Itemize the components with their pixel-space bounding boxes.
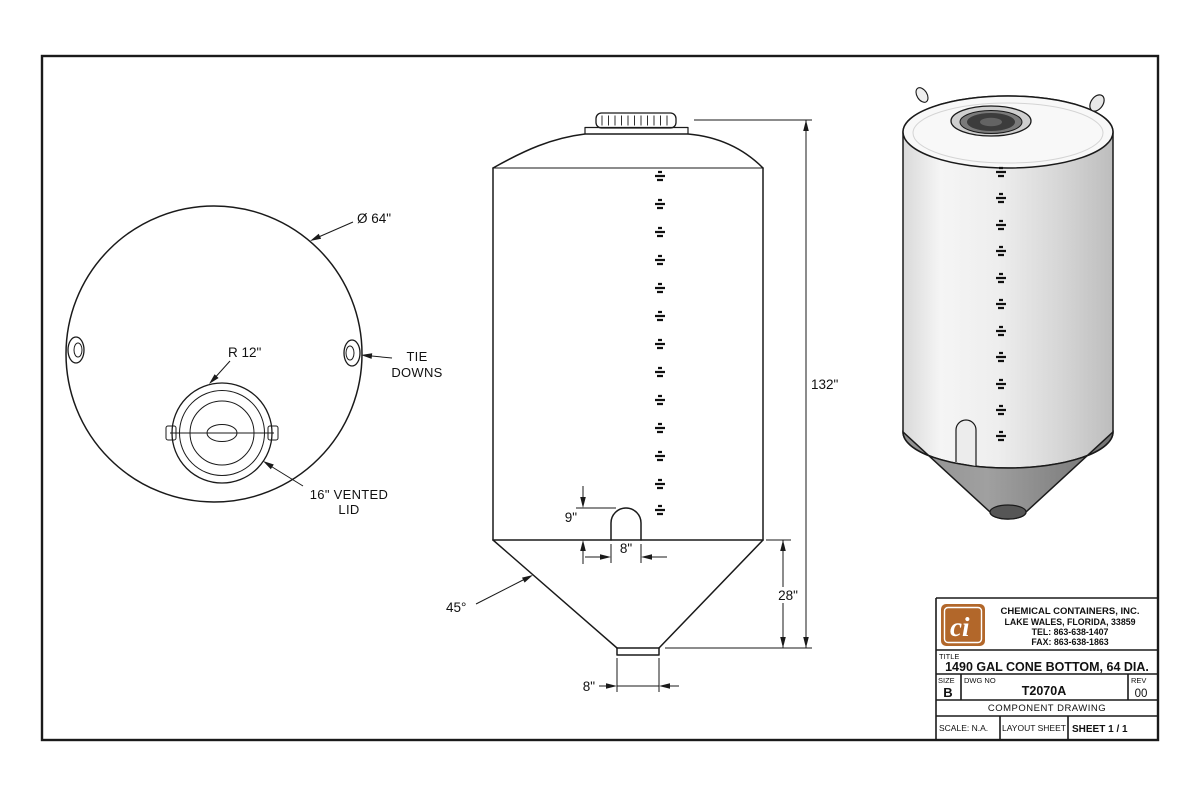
arrowhead — [641, 554, 652, 560]
title-label: TITLE — [939, 652, 959, 661]
tie-down-lug-right — [343, 339, 361, 367]
fitting-height-label: 9" — [565, 510, 578, 525]
rev-value: 00 — [1135, 688, 1148, 700]
vented-lid-annotation: 16" VENTED LID — [263, 461, 388, 517]
dimension-132: 132" — [665, 119, 839, 649]
vented-lid-front — [584, 112, 689, 135]
overall-height-label: 132" — [811, 377, 839, 392]
arrowhead — [606, 683, 617, 689]
iso-view — [902, 87, 1114, 520]
company-address: LAKE WALES, FLORIDA, 33859 — [1005, 617, 1136, 627]
company-fax: FAX: 863-638-1863 — [1031, 637, 1108, 647]
cone-angle-label: 45° — [446, 600, 466, 615]
sheet-number: SHEET 1 / 1 — [1072, 724, 1128, 735]
radius-annotation: R 12" — [209, 345, 262, 384]
company-name: CHEMICAL CONTAINERS, INC. — [1001, 606, 1140, 617]
arrowhead — [803, 637, 809, 648]
vented-lid-label-2: LID — [338, 502, 359, 517]
arrowhead — [780, 540, 786, 551]
title-block: ci CHEMICAL CONTAINERS, INC. LAKE WALES,… — [935, 597, 1158, 740]
tie-downs-label-1: TIE — [406, 349, 427, 364]
top-view: Ø 64" R 12" TIE DOWNS 16" VENTED LID — [65, 205, 442, 517]
company-logo: ci — [941, 604, 985, 646]
arrowhead — [580, 497, 586, 508]
dwg-no-label: DWG NO — [964, 676, 996, 685]
arrowhead — [522, 575, 533, 583]
arrowhead — [580, 540, 586, 551]
iso-lid — [950, 105, 1032, 137]
arrowhead — [361, 353, 373, 359]
tie-down-lug-left — [67, 336, 85, 364]
layout-text: LAYOUT SHEET — [1002, 723, 1066, 733]
front-view: 132" 28" 9" 8" — [446, 112, 839, 694]
fitting-width-label: 8" — [620, 541, 633, 556]
outlet-width-label: 8" — [583, 679, 596, 694]
dimension-28: 28" — [766, 539, 804, 648]
diameter-annotation: Ø 64" — [310, 211, 391, 241]
arrowhead — [803, 120, 809, 131]
arrowhead — [780, 637, 786, 648]
iso-tie-down-lug-right — [1089, 94, 1105, 112]
tie-downs-annotation: TIE DOWNS — [361, 349, 442, 380]
arrowhead — [263, 461, 274, 470]
radius-label: R 12" — [228, 345, 262, 360]
tank-outline-top — [65, 205, 363, 503]
dimension-8-outlet: 8" — [583, 658, 679, 694]
dimension-8-fitting: 8" — [585, 541, 667, 563]
outlet-stub — [616, 647, 660, 656]
dwg-no-value: T2070A — [1022, 684, 1066, 698]
arrowhead — [659, 683, 670, 689]
drawing-title: 1490 GAL CONE BOTTOM, 64 DIA. — [945, 660, 1149, 674]
cone-height-label: 28" — [778, 588, 798, 603]
logo-text: ci — [950, 612, 970, 642]
vented-lid-label-1: 16" VENTED — [310, 487, 388, 502]
tie-downs-label-2: DOWNS — [391, 365, 442, 380]
cone-left-slope — [492, 539, 618, 649]
size-value: B — [943, 685, 952, 700]
cone-right-slope — [658, 539, 764, 649]
tank-outline-front — [492, 133, 764, 656]
arrowhead — [209, 374, 219, 384]
company-tel: TEL: 863-638-1407 — [1032, 627, 1109, 637]
diameter-label: Ø 64" — [357, 211, 391, 226]
rev-label: REV — [1131, 676, 1146, 685]
drawing-type: COMPONENT DRAWING — [988, 703, 1106, 714]
arrowhead — [600, 554, 611, 560]
title-block-grid — [935, 597, 1158, 740]
angle-annotation: 45° — [446, 575, 533, 615]
vented-lid-top — [165, 382, 279, 484]
scale-text: SCALE: N.A. — [939, 723, 988, 733]
iso-outlet — [989, 504, 1027, 520]
arrowhead — [310, 233, 322, 241]
iso-tie-down-lug-left — [915, 87, 929, 103]
dimension-9: 9" — [565, 486, 616, 564]
size-label: SIZE — [938, 676, 955, 685]
sidewall-fitting — [610, 507, 642, 541]
iso-sidewall-fitting — [955, 419, 977, 466]
